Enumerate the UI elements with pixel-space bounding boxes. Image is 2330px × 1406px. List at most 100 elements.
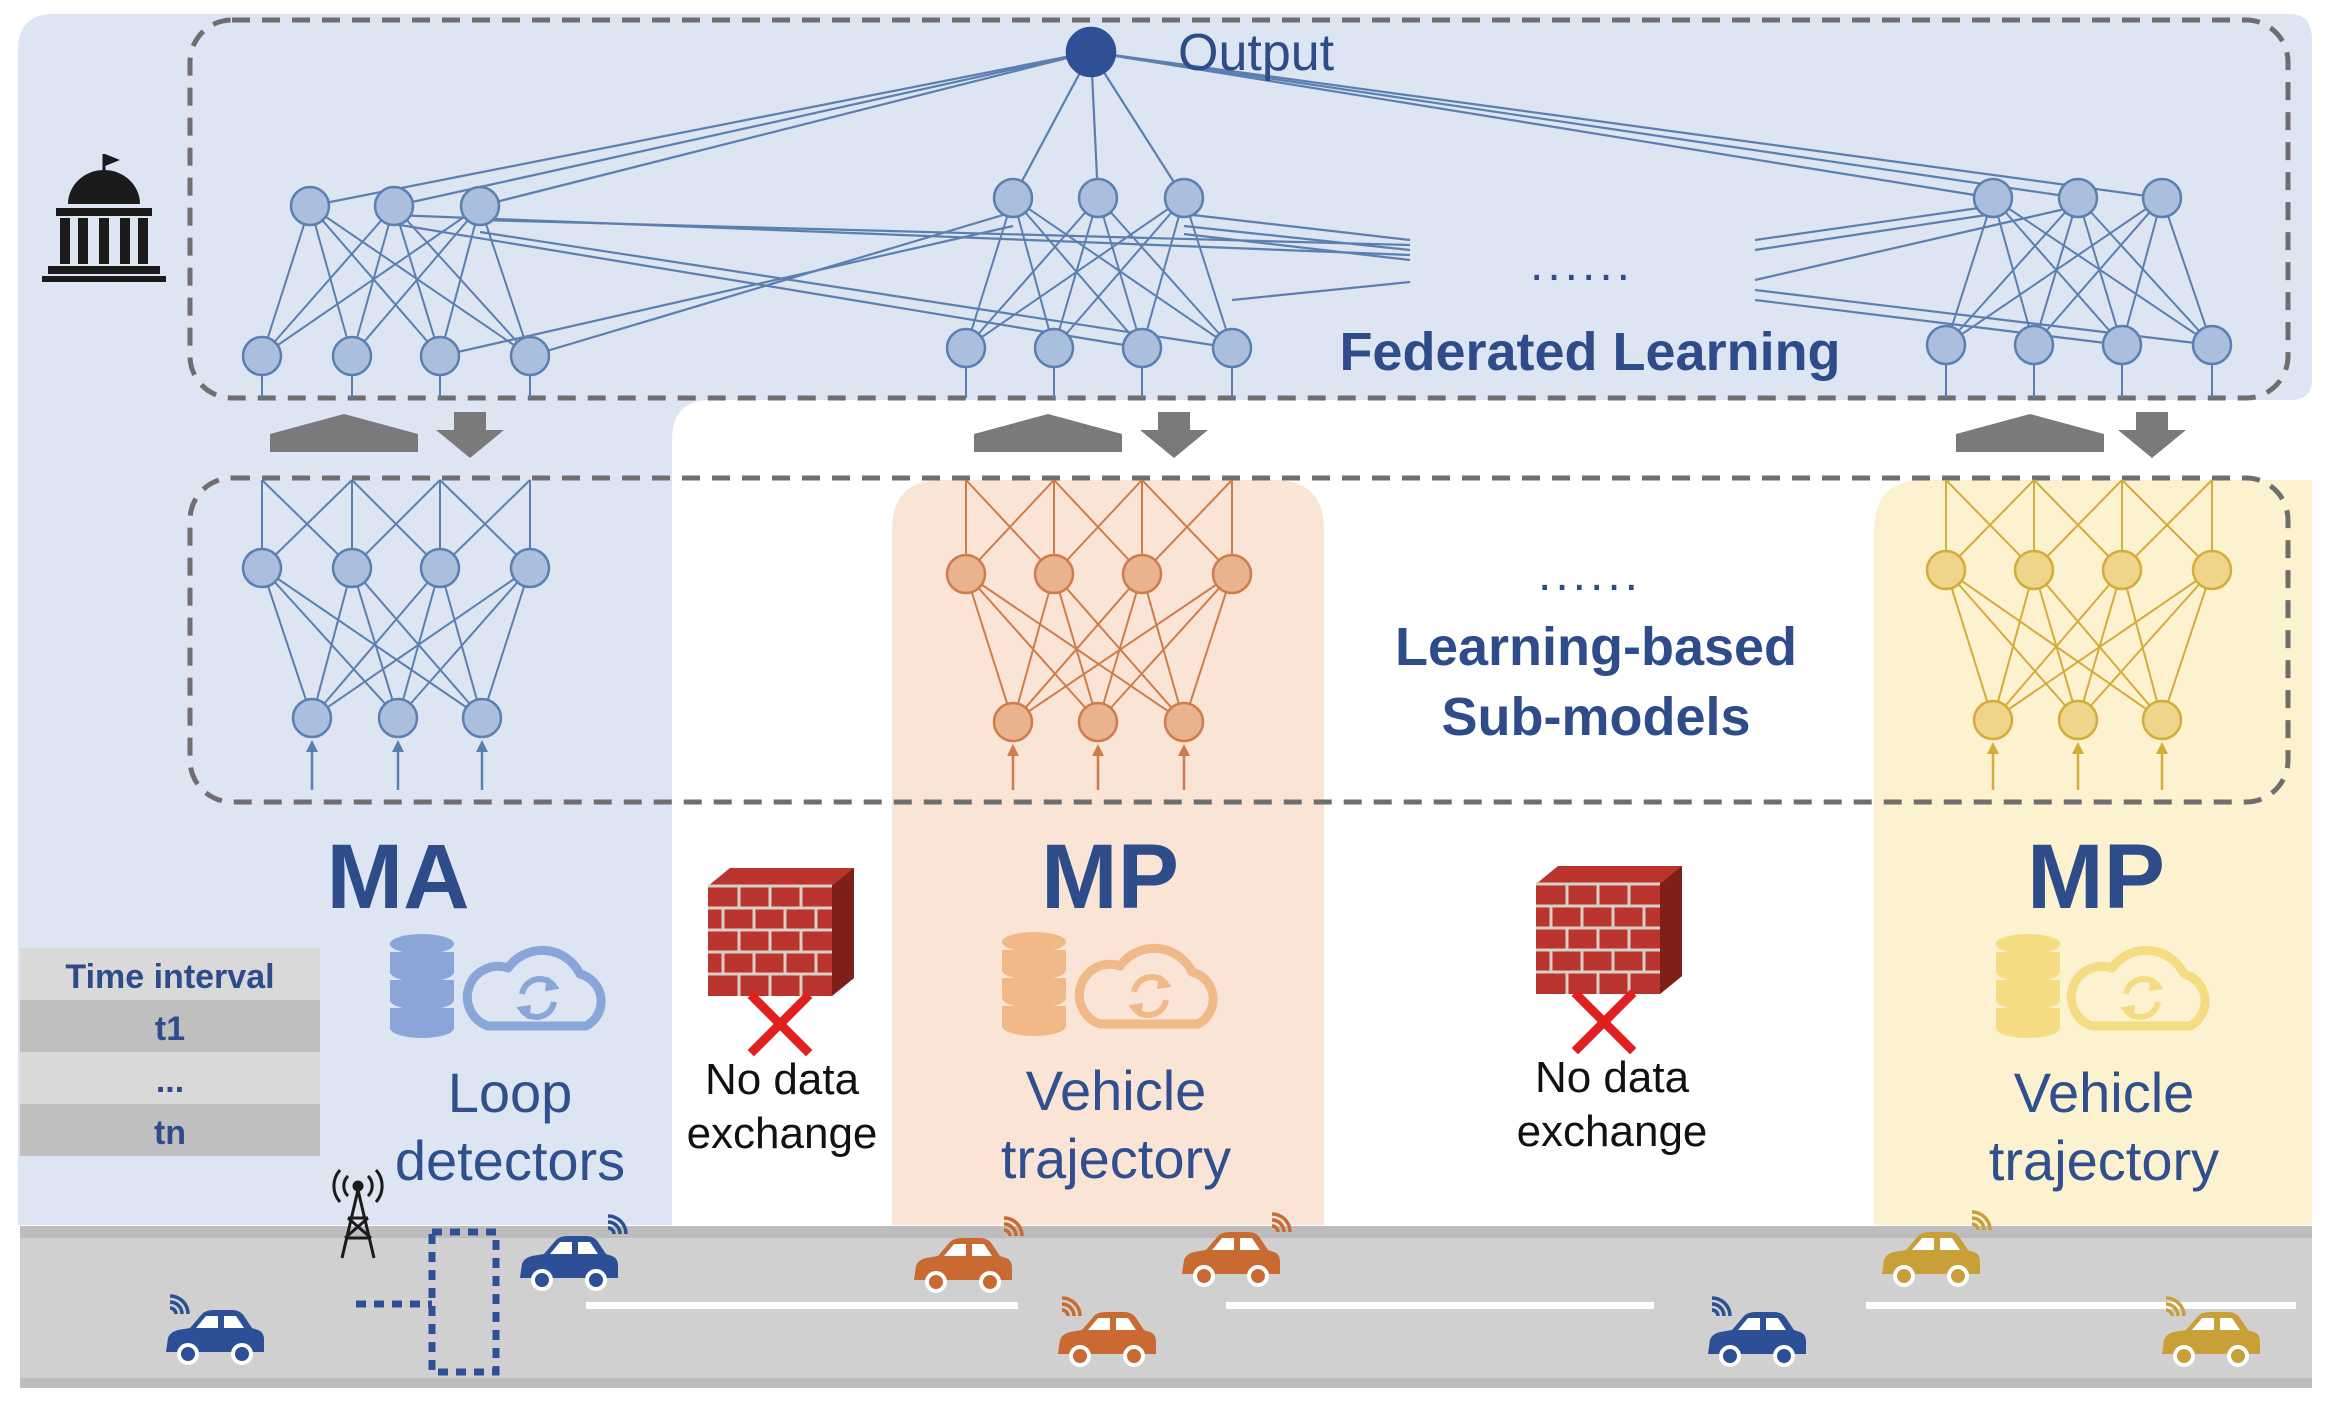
output-edge	[479, 50, 1092, 208]
network-edge	[261, 567, 483, 719]
source-ma-line2: detectors	[395, 1129, 625, 1192]
network-edge	[965, 573, 1014, 723]
network-edge	[2033, 197, 2163, 346]
network-edge	[2077, 569, 2123, 721]
output-edge	[1090, 51, 1185, 199]
network-node	[373, 185, 415, 227]
network-edge	[351, 205, 395, 357]
federated-box	[187, 17, 2291, 401]
upload-arrow	[270, 414, 418, 452]
network-edge	[351, 479, 441, 569]
network-node	[992, 701, 1034, 743]
network-edge	[1945, 569, 2163, 721]
network-edge	[2161, 569, 2213, 721]
download-arrow	[2118, 412, 2186, 458]
network-edge	[1992, 569, 2123, 721]
network-edge	[1945, 569, 1994, 721]
network-node	[1211, 327, 1253, 369]
network-edge	[1945, 197, 1994, 346]
top-ellipsis: ......	[1530, 238, 1634, 291]
network-node	[1972, 699, 2014, 741]
network-edge	[351, 205, 481, 357]
network-node	[419, 335, 461, 377]
output-node	[1065, 26, 1117, 78]
submodels-label-line1: Learning-based	[1395, 617, 1797, 677]
network-node	[1033, 327, 1075, 369]
network-node	[289, 185, 331, 227]
network-edge	[261, 205, 311, 357]
network-edge	[2121, 569, 2163, 721]
network-edge	[965, 197, 1014, 349]
network-node	[2141, 177, 2183, 219]
federated-learning-label: Federated Learning	[1339, 322, 1840, 382]
firewall-icon	[708, 868, 854, 996]
network-node	[331, 335, 373, 377]
network-edge	[439, 205, 481, 357]
network-edge	[1992, 197, 2213, 346]
source-mp1-line2: trajectory	[1001, 1127, 1231, 1190]
network-edge	[309, 205, 353, 357]
network-node	[2013, 324, 2055, 366]
output-edge	[309, 50, 1092, 208]
source-mp2-line2: trajectory	[1989, 1129, 2219, 1192]
network-node	[2141, 699, 2183, 741]
cloud-sync-icon	[462, 945, 606, 1031]
network-edge	[261, 205, 395, 357]
network-edge	[2033, 479, 2123, 571]
network-node	[1163, 177, 1205, 219]
network-edge	[1012, 197, 1143, 349]
output-edge	[1012, 51, 1092, 199]
output-edge	[1090, 50, 2079, 200]
output-edge	[1090, 50, 2163, 200]
time-interval-table: Time interval t1 ... tn	[20, 948, 320, 1156]
network-node	[241, 547, 283, 589]
network-edge	[2161, 197, 2213, 346]
network-edge	[2121, 479, 2213, 571]
middle-ellipsis: ......	[1538, 548, 1642, 601]
panel-mp2	[1874, 480, 2312, 1225]
upload-arrow	[974, 414, 1122, 452]
network-edge	[393, 205, 531, 357]
network-edge	[1097, 573, 1233, 723]
federation-link	[1754, 204, 1994, 242]
network-edge	[965, 197, 1185, 349]
network-node	[1972, 177, 2014, 219]
network-edge	[1945, 569, 2079, 721]
firewall-icon	[1536, 866, 1682, 994]
network-edge	[1053, 479, 1143, 575]
network-node	[992, 177, 1034, 219]
firewalls	[708, 866, 1682, 1057]
network-node	[1211, 553, 1253, 595]
data-source-icons	[390, 932, 2210, 1038]
network-edge	[2077, 197, 2213, 346]
network-edge	[439, 479, 531, 569]
network-edge	[311, 567, 531, 719]
network-node	[509, 547, 551, 589]
network-node	[945, 553, 987, 595]
download-arrow	[436, 412, 504, 458]
federation-link	[1183, 212, 1411, 242]
network-edge	[1183, 197, 1233, 349]
network-node	[1163, 701, 1205, 743]
network-node	[2101, 324, 2143, 366]
network-edge	[261, 567, 313, 719]
time-table-row: t1	[155, 1010, 185, 1048]
network-edge	[2033, 197, 2079, 346]
network-node	[509, 335, 551, 377]
federation-link	[1754, 298, 2123, 347]
input-arrow-head	[392, 740, 404, 752]
network-node	[461, 697, 503, 739]
network-node	[419, 547, 461, 589]
network-node	[945, 327, 987, 369]
time-table-header: Time interval	[65, 958, 274, 996]
neural-networks	[241, 26, 2233, 790]
network-node	[1121, 327, 1163, 369]
network-edge	[2077, 197, 2123, 346]
network-node	[2101, 549, 2143, 591]
database-icon	[390, 934, 454, 1038]
network-edge	[965, 479, 1055, 575]
exchange-arrows	[270, 412, 2186, 458]
database-icon	[1996, 934, 2060, 1038]
network-edge	[1141, 479, 1233, 575]
